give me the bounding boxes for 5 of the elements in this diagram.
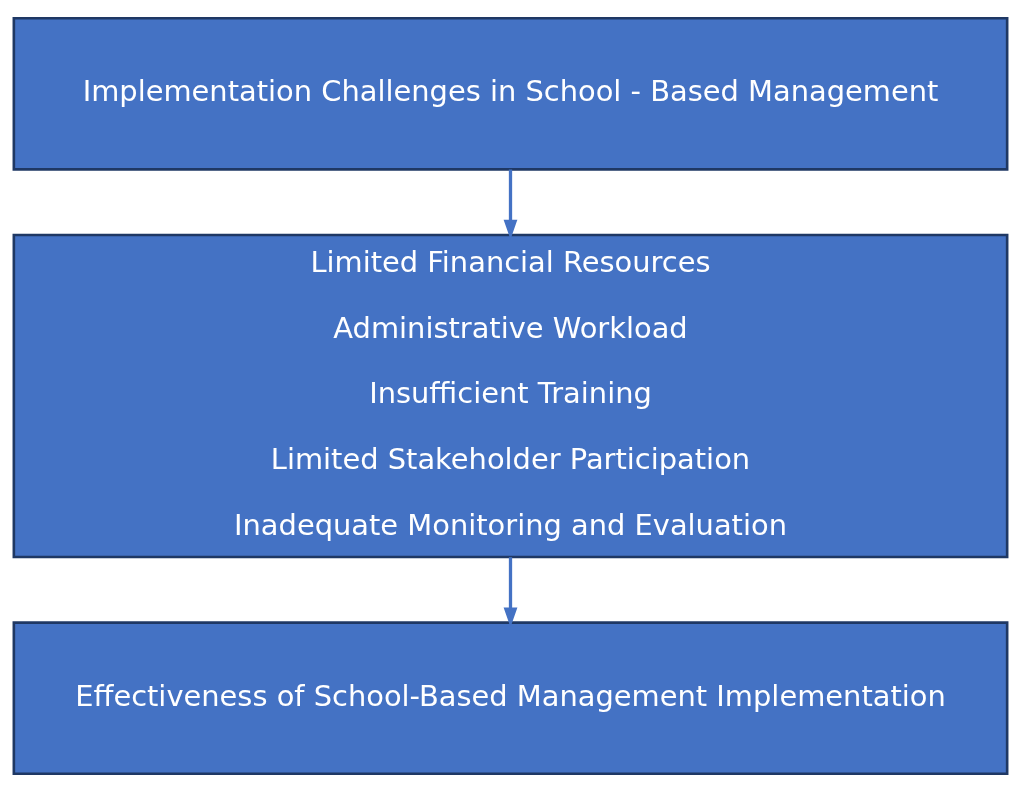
arrow — [503, 169, 518, 239]
arrow — [503, 556, 518, 627]
node-box: Implementation Challenges in School - Based Management — [12, 16, 1009, 171]
node-box: Effectiveness of School-Based Management Implementation — [12, 620, 1009, 775]
node-box: Limited Financial Resources Administrative Workload Insufficient Training Limited Stakeholder Participation Inadequate Monitoring and Evaluation — [12, 233, 1009, 558]
